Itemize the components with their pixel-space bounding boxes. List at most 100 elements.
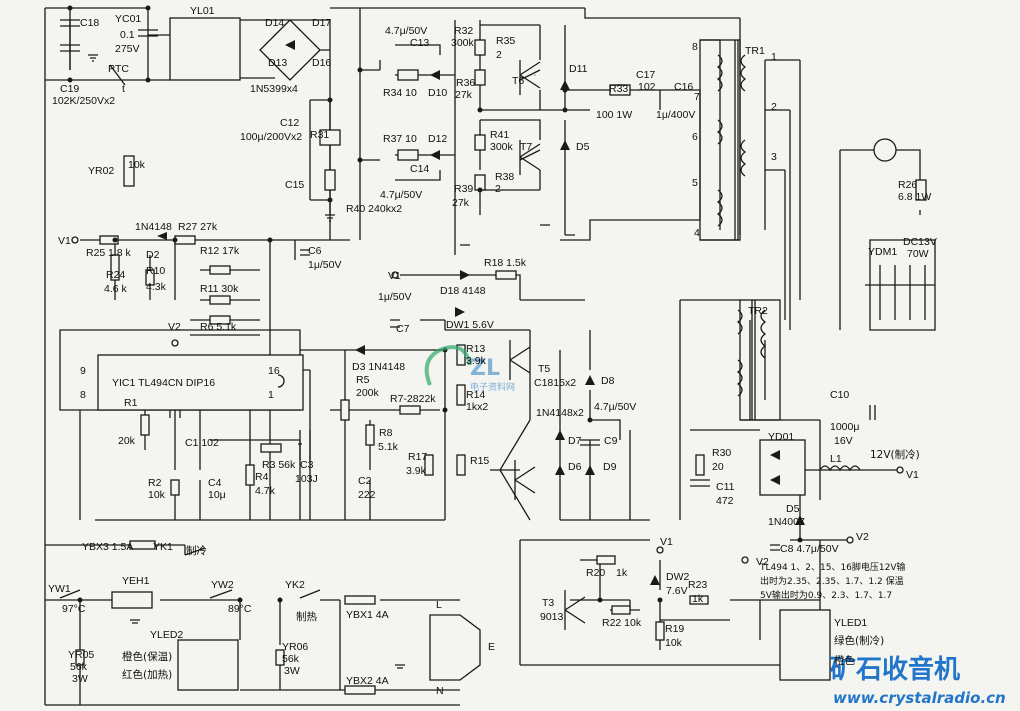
resistor-r12 <box>209 265 231 275</box>
label-t3: T3 <box>542 597 554 609</box>
label-r19-v: 10k <box>665 637 683 649</box>
label-t7: T7 <box>520 141 532 153</box>
resistor-r22 <box>611 605 631 615</box>
label-d11: D11 <box>569 63 588 75</box>
label-c4-v: 10μ <box>208 489 226 501</box>
resistor-r41 <box>474 134 486 151</box>
label-yr05: YR05 <box>68 649 94 661</box>
label-v2b: V2 <box>856 531 869 543</box>
resistor-r20 <box>596 555 616 565</box>
label-r33: R33 <box>609 83 628 95</box>
peltier-ydm1 <box>865 265 935 320</box>
label-r4: R4 <box>255 471 269 483</box>
fuse-ybx1 <box>344 595 376 605</box>
label-yr02: YR02 <box>88 165 114 177</box>
label-orange2: 橙色 <box>834 654 855 667</box>
label-d2: D2 <box>146 249 160 261</box>
label-t-dots: t <box>122 83 125 95</box>
watermark-sub-text: 电子资料网 <box>470 381 515 393</box>
label-p7: 7 <box>694 91 700 103</box>
label-yr02-v: 10k <box>128 159 146 171</box>
label-r8: R8 <box>379 427 393 439</box>
label-tr2: TR2 <box>748 305 768 317</box>
label-r20: R20 <box>586 567 605 579</box>
label-d5b-v: 1N4007 <box>768 516 805 528</box>
thermostat-yeh1 <box>111 591 153 609</box>
label-c7: C7 <box>396 323 410 335</box>
label-yled2: YLED2 <box>150 629 183 641</box>
note-line-3: 5V输出时为0.9、2.3、1.7、1.7 <box>760 589 892 601</box>
label-r10: R10 <box>146 265 165 277</box>
label-c19-v: 102K/250Vx2 <box>52 95 115 107</box>
label-r36: R36 <box>456 77 475 89</box>
label-d8: D8 <box>601 375 615 387</box>
label-yl01: YL01 <box>190 5 215 17</box>
resistor-r23 <box>689 595 709 605</box>
label-t89: 89°C <box>228 603 252 615</box>
resistor-r27 <box>174 235 196 245</box>
label-r7: R7-2822k <box>390 393 436 405</box>
resistor-r14 <box>456 384 466 406</box>
resistor-r40 <box>324 169 336 191</box>
label-c6-v: 1μ/50V <box>308 259 342 271</box>
label-r24: R24 <box>106 269 125 281</box>
label-r40: R40 240kx2 <box>346 203 402 215</box>
label-yd01: YD01 <box>768 431 794 443</box>
resistor-r31 <box>319 129 341 146</box>
label-tr1: TR1 <box>745 45 765 57</box>
label-c12: C12 <box>280 117 299 129</box>
label-v2c: V2 <box>756 556 769 568</box>
label-r35-v: 2 <box>496 49 502 61</box>
label-d5b: D5 <box>786 503 800 515</box>
label-yled1: YLED1 <box>834 617 867 629</box>
rectifier-yd01 <box>759 439 806 496</box>
label-red: 红色(加热) <box>122 668 172 681</box>
label-c11: C11 <box>716 481 735 493</box>
label-r5-v: 200k <box>356 387 380 399</box>
label-t97: 97°C <box>62 603 86 615</box>
label-r25: R25 <box>86 247 105 259</box>
label-70w: 70W <box>907 248 929 260</box>
label-p8: 8 <box>692 41 698 53</box>
label-r34: R34 10 <box>383 87 417 99</box>
label-r26-v: 6.8 1W <box>898 191 931 203</box>
label-heat: 制热 <box>296 610 317 623</box>
label-r8-v: 5.1k <box>378 441 399 453</box>
resistor-r15 <box>456 454 466 476</box>
label-yw1: YW1 <box>48 583 71 595</box>
label-r32-v: 300k <box>451 37 475 49</box>
resistor-r4 <box>245 464 255 486</box>
label-r39: R39 <box>454 183 473 195</box>
label-r14: R14 <box>466 389 485 401</box>
label-c3-v: 103J <box>295 473 318 485</box>
resistor-r11 <box>209 295 231 305</box>
resistor-r18 <box>495 270 517 280</box>
label-d6: D6 <box>568 461 582 473</box>
resistor-yr05 <box>75 649 85 666</box>
label-r24-v: 4.6 k <box>104 283 128 295</box>
label-c15: C15 <box>285 179 304 191</box>
resistor-r1 <box>140 414 150 436</box>
label-r41-v: 300k <box>490 141 514 153</box>
label-d14: D14 <box>265 17 284 29</box>
label-c9: C9 <box>604 435 618 447</box>
label-c13-v: 4.7μ/50V <box>385 25 427 37</box>
label-ybx3: YBX3 1.5A <box>82 541 133 553</box>
resistor-r5 <box>340 399 350 421</box>
label-t3-v: 9013 <box>540 611 564 623</box>
resistor-r3 <box>260 443 282 453</box>
label-p2: 2 <box>771 101 777 113</box>
label-yk2: YK2 <box>285 579 305 591</box>
label-t6: T6 <box>512 75 524 87</box>
label-c14-v: 4.7μ/50V <box>380 189 422 201</box>
transformer-tr1-frame <box>699 39 741 241</box>
label-t5: T5 <box>538 363 550 375</box>
label-r14-v: 1kx2 <box>466 401 488 413</box>
label-r6: R6 5.1k <box>200 321 237 333</box>
label-r12: R12 17k <box>200 245 240 257</box>
note-line-2: 出时为2.35、2.35、1.7、1.2 保温 <box>760 575 904 587</box>
label-r3: R3 56k <box>262 459 296 471</box>
label-c9-v: 4.7μ/50V <box>594 401 636 413</box>
power-socket <box>429 614 481 681</box>
